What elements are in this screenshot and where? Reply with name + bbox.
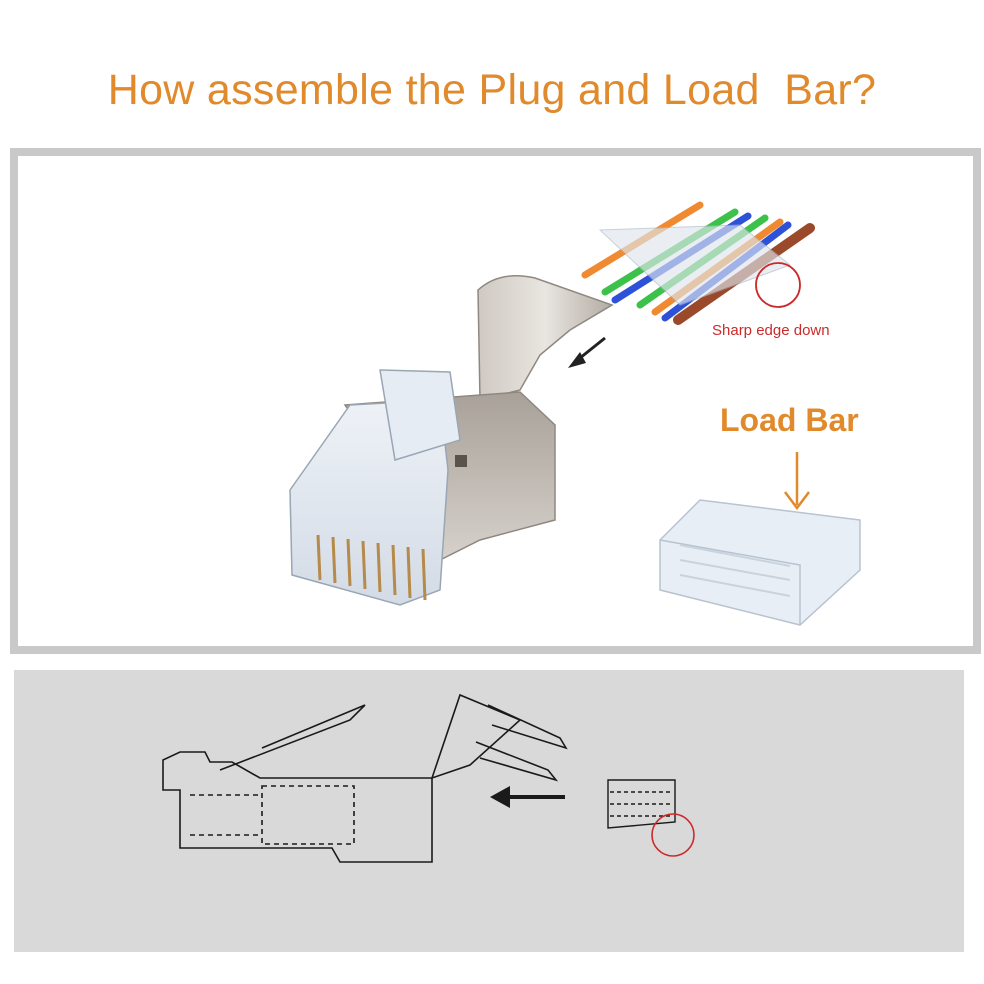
schematic-panel	[14, 670, 964, 952]
sharp-edge-label: Sharp edge down	[712, 322, 830, 339]
load-bar-label: Load Bar	[720, 402, 859, 438]
load-bar-part	[659, 499, 861, 626]
load-bar-schematic	[607, 779, 695, 857]
load-bar-arrow	[784, 452, 810, 511]
plug-schematic	[162, 693, 568, 863]
insert-arrow	[568, 336, 606, 368]
schematic-arrow	[490, 786, 565, 808]
rj45-plug	[289, 275, 614, 606]
sharp-edge-circle	[755, 262, 801, 308]
page-title: How assemble the Plug and Load Bar?	[107, 66, 877, 114]
wire-bundle	[581, 201, 815, 325]
